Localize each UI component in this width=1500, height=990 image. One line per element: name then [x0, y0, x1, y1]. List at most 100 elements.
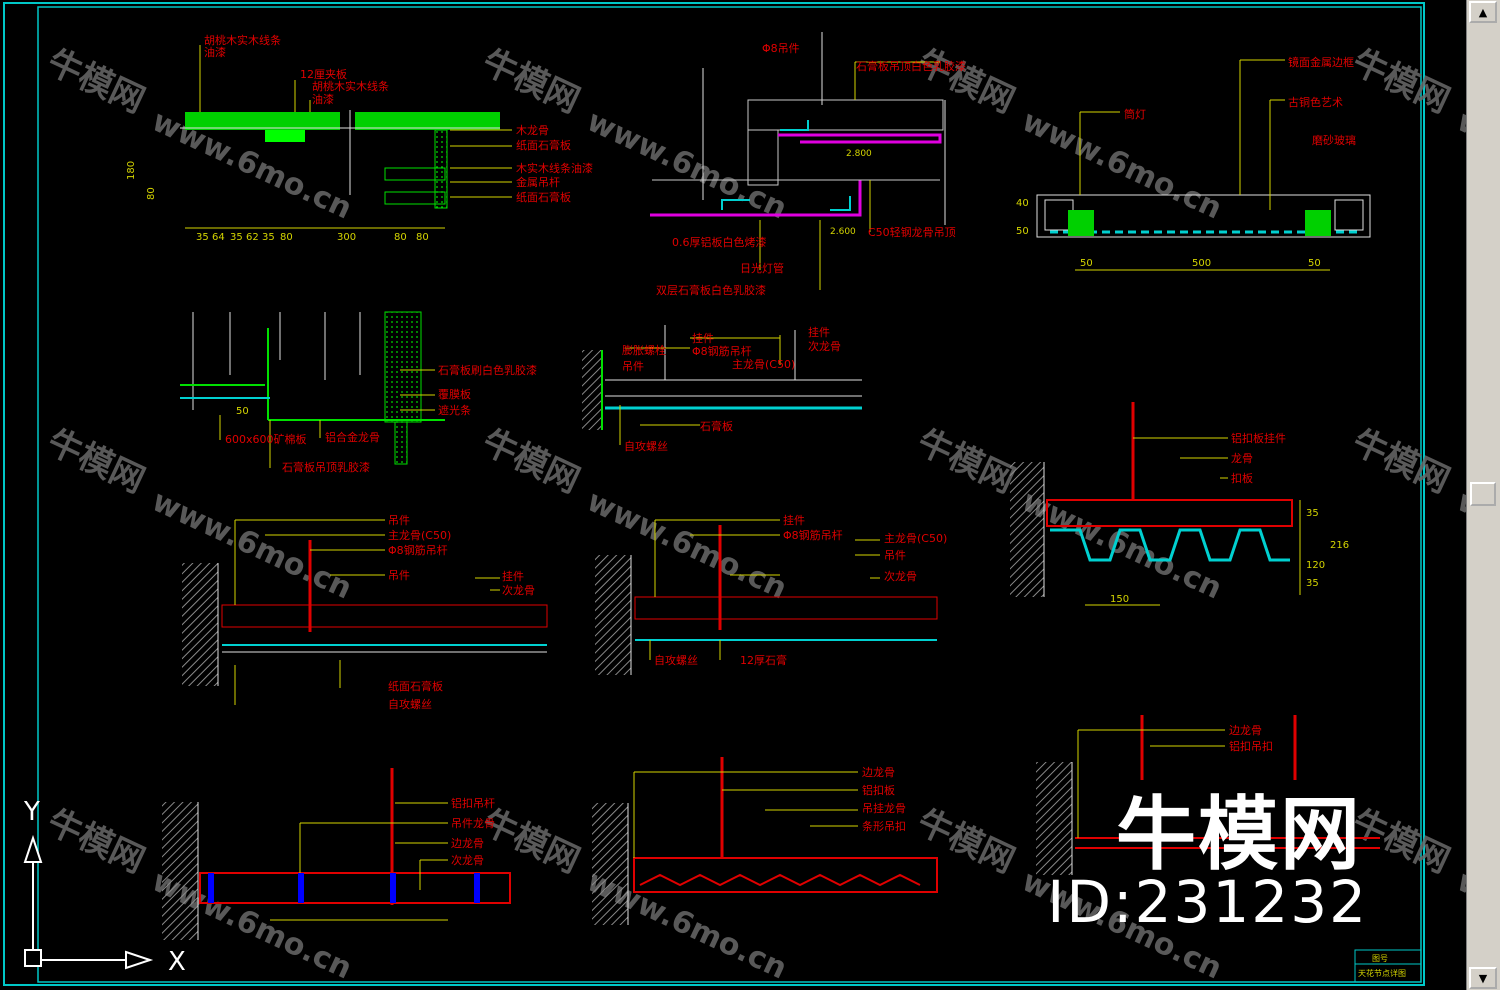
d10-label-2: 吊挂龙骨 — [862, 801, 906, 815]
d7-label-2: 主龙骨(C50) — [884, 532, 947, 545]
d2-level-1: 2.600 — [830, 227, 856, 237]
vertical-scrollbar[interactable]: ▲ ▼ — [1466, 0, 1500, 990]
d2-label-0: Φ8吊件 — [762, 42, 800, 55]
d1-label-7: 木实木线条油漆 — [516, 161, 593, 175]
d7-label-4: 次龙骨 — [884, 569, 917, 583]
d1-dim-6: 300 — [337, 232, 356, 243]
d10-label-1: 铝扣板 — [862, 783, 895, 797]
d8-vdim-1: 216 — [1330, 540, 1349, 551]
d7-label-5: 自攻螺丝 — [654, 653, 698, 667]
detail-1-wood-trim[interactable]: 胡桃木实木线条 油漆 12厘夹板 胡桃木实木线条 油漆 木龙骨 纸面石膏板 木实… — [126, 33, 593, 243]
d7-label-3: 吊件 — [884, 549, 906, 562]
d6-label-3: 吊件 — [388, 569, 410, 582]
watermark-logo: 牛模网 — [911, 802, 1020, 881]
d2-level-0: 2.800 — [846, 149, 872, 159]
watermark-logo: 牛模网 — [476, 802, 585, 881]
d9-label-1: 吊件龙骨 — [451, 817, 495, 830]
detail-4-mineral-board[interactable]: 石膏板刷白色乳胶漆 覆膜板 遮光条 600x600矿棉板 铝合金龙骨 石膏板吊顶… — [180, 311, 537, 474]
watermark-logo: 牛模网 — [476, 422, 585, 501]
detail-10-clip-strip[interactable]: 边龙骨 铝扣板 吊挂龙骨 条形吊扣 — [592, 757, 938, 925]
d3-dim-2: 50 — [1308, 258, 1321, 269]
d1-dim-4: 35 — [262, 232, 275, 243]
d5-label-4: 主龙骨(C50) — [732, 358, 795, 371]
detail-3-glass-light-box[interactable]: 筒灯 镜面金属边框 古铜色艺术 磨砂玻璃 50 500 50 40 50 — [1016, 55, 1371, 271]
d3-label-3: 磨砂玻璃 — [1312, 133, 1356, 147]
d9-label-3: 次龙骨 — [451, 853, 484, 867]
detail-2-light-trough[interactable]: Φ8吊件 石膏板吊顶白色乳胶漆 0.6厚铝板白色烤漆 日光灯管 双层石膏板白色乳… — [650, 32, 966, 297]
d3-vdim-0: 40 — [1016, 198, 1029, 209]
d9-label-2: 边龙骨 — [451, 837, 484, 850]
d11-label-0: 边龙骨 — [1229, 724, 1262, 737]
d6-label-4: 挂件 — [502, 569, 524, 583]
d6-label-2: Φ8钢筋吊杆 — [388, 543, 448, 557]
d4-label-2: 遮光条 — [438, 403, 471, 417]
detail-6-main-runner[interactable]: 吊件 主龙骨(C50) Φ8钢筋吊杆 吊件 挂件 次龙骨 纸面石膏板 自攻螺丝 — [182, 514, 548, 711]
watermark-logo: 牛模网 — [911, 42, 1020, 121]
d2-label-4: 双层石膏板白色乳胶漆 — [656, 283, 766, 297]
d1-dim-0: 35 — [196, 232, 209, 243]
d3-label-1: 镜面金属边框 — [1288, 55, 1354, 69]
d6-label-6: 纸面石膏板 — [388, 679, 443, 693]
detail-8-aluminum-strip[interactable]: 铝扣板挂件 龙骨 扣板 150 35 216 120 35 — [1010, 402, 1349, 606]
scroll-thumb[interactable] — [1470, 482, 1496, 506]
d4-label-1: 覆膜板 — [438, 387, 471, 401]
d1-label-5: 木龙骨 — [516, 124, 549, 137]
d5-label-6: 次龙骨 — [808, 339, 841, 353]
watermark-logo: 牛模网 — [911, 422, 1020, 501]
d2-label-5: C50轻钢龙骨吊顶 — [868, 225, 956, 239]
d1-dim-2: 35 — [230, 232, 243, 243]
d1-label-8: 金属吊杆 — [516, 175, 560, 189]
d6-label-1: 主龙骨(C50) — [388, 529, 451, 542]
d1-label-3: 胡桃木实木线条 — [312, 79, 389, 93]
watermark-url: www.6mo.cn — [1017, 104, 1227, 227]
watermark-logo: 牛模网 — [1346, 422, 1455, 501]
brand-logo: 牛模网 — [1116, 788, 1362, 881]
watermark-url: www.6mo.cn — [1017, 484, 1227, 607]
d6-label-0: 吊件 — [388, 514, 410, 527]
d5-label-5: 挂件 — [808, 325, 830, 339]
title-block: 图号 天花节点详图 — [1354, 949, 1422, 983]
watermark-logo: 牛模网 — [1346, 42, 1455, 121]
scroll-up-button[interactable]: ▲ — [1469, 1, 1497, 23]
ucs-y-label: Y — [23, 797, 40, 827]
d5-label-1: 吊件 — [622, 360, 644, 373]
d3-dim-1: 500 — [1192, 258, 1211, 269]
d5-label-7: 石膏板 — [700, 419, 733, 433]
watermark-logo: 牛模网 — [41, 422, 150, 501]
watermark-url: www.6mo.cn — [1452, 864, 1466, 987]
d4-label-0: 石膏板刷白色乳胶漆 — [438, 363, 537, 377]
d3-vdim-1: 50 — [1016, 226, 1029, 237]
d1-label-9: 纸面石膏板 — [516, 190, 571, 204]
d8-vdim-2: 120 — [1306, 560, 1325, 571]
watermark-logo: 牛模网 — [476, 42, 585, 121]
model-id: ID:231232 — [1047, 868, 1368, 936]
scroll-down-button[interactable]: ▼ — [1469, 967, 1497, 989]
detail-9-hanger[interactable]: 铝扣吊杆 吊件龙骨 边龙骨 次龙骨 — [162, 768, 511, 940]
watermark-url: www.6mo.cn — [147, 484, 357, 607]
d6-label-5: 次龙骨 — [502, 583, 535, 597]
drawing-frame-outer — [3, 2, 1425, 986]
d1-label-2: 12厘夹板 — [300, 67, 347, 81]
cad-drawing[interactable]: 牛模网www.6mo.cn牛模网www.6mo.cn牛模网www.6mo.cn牛… — [0, 0, 1466, 990]
d4-label-4: 铝合金龙骨 — [325, 430, 380, 444]
d1-dim-5: 80 — [280, 232, 293, 243]
d1-label-0: 胡桃木实木线条 — [204, 33, 281, 47]
d8-label-2: 扣板 — [1231, 471, 1253, 485]
arrow-down-icon: ▼ — [1478, 971, 1488, 985]
d2-label-3: 日光灯管 — [740, 261, 784, 275]
d7-label-6: 12厚石膏 — [740, 653, 787, 667]
d7-label-0: 挂件 — [783, 513, 805, 527]
d5-label-0: 膨胀螺栓 — [622, 343, 666, 357]
d8-label-1: 龙骨 — [1231, 452, 1253, 465]
watermark-logo: 牛模网 — [41, 802, 150, 881]
d8-label-0: 铝扣板挂件 — [1231, 431, 1286, 445]
detail-11-edge-runner[interactable]: 边龙骨 铝扣吊扣 — [1036, 715, 1380, 875]
d2-label-2: 0.6厚铝板白色烤漆 — [672, 235, 767, 249]
d5-label-2: 挂件 — [692, 331, 714, 345]
detail-5-gypsum-ceiling[interactable]: 膨胀螺栓 吊件 挂件 Φ8钢筋吊杆 主龙骨(C50) 挂件 次龙骨 石膏板 自攻… — [582, 325, 862, 453]
detail-7-secondary-runner[interactable]: 挂件 Φ8钢筋吊杆 主龙骨(C50) 吊件 次龙骨 自攻螺丝 12厚石膏 — [595, 513, 947, 675]
watermark-url: www.6mo.cn — [582, 104, 792, 227]
d3-label-2: 古铜色艺术 — [1288, 95, 1343, 109]
d2-label-1: 石膏板吊顶白色乳胶漆 — [856, 59, 966, 73]
